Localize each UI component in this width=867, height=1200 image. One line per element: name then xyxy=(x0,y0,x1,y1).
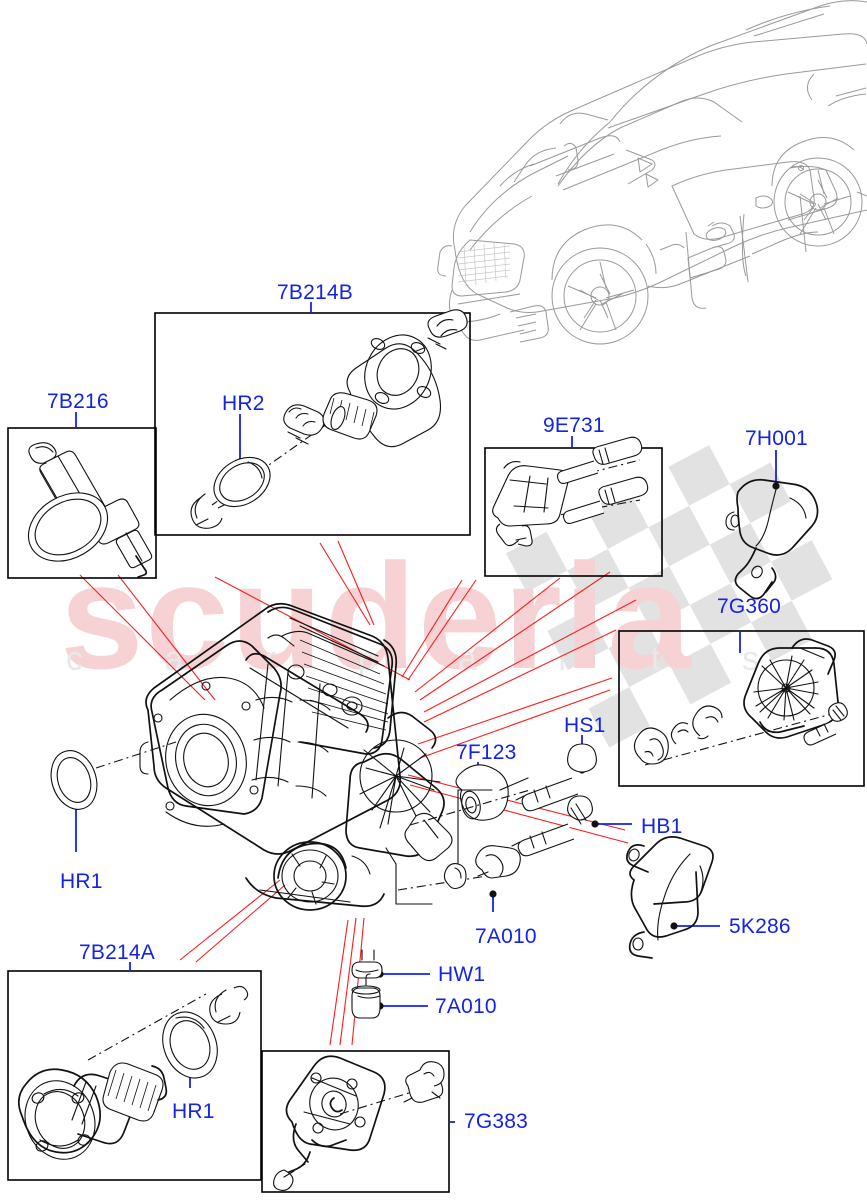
box-7B214B xyxy=(154,312,471,536)
label-7G360: 7G360 xyxy=(717,595,782,618)
part-7H001-mount-cover xyxy=(725,478,819,600)
part-7G383-selector-switch xyxy=(273,1055,445,1191)
label-7B214B: 7B214B xyxy=(277,281,353,304)
part-HB1-bolt xyxy=(511,795,593,857)
watermark-tagline: c a r p a r t s xyxy=(66,640,795,678)
box-7G360 xyxy=(618,630,865,787)
part-7B214B-flange-kit xyxy=(190,309,468,529)
main-transfer-case-assembly xyxy=(50,602,453,911)
label-7B214A: 7B214A xyxy=(79,941,155,964)
box-7B216 xyxy=(7,427,157,579)
part-boxes xyxy=(7,312,865,1193)
part-7B216-tool xyxy=(27,442,153,578)
label-7G383: 7G383 xyxy=(464,1110,529,1133)
part-5K286-heat-shield xyxy=(626,836,714,959)
part-7F123-mount-bush xyxy=(409,764,531,826)
label-HR1-left: HR1 xyxy=(60,870,103,893)
part-7G360-actuator-kit xyxy=(633,638,848,766)
label-HS1: HS1 xyxy=(564,714,606,737)
label-7A010-low: 7A010 xyxy=(435,995,497,1018)
box-9E731 xyxy=(484,447,663,577)
label-HR1-box: HR1 xyxy=(172,1100,215,1123)
vehicle-illustration xyxy=(437,0,867,345)
label-5K286: 5K286 xyxy=(729,915,791,938)
label-HW1: HW1 xyxy=(438,963,486,986)
label-7B216: 7B216 xyxy=(47,390,109,413)
label-9E731: 9E731 xyxy=(543,414,605,437)
checkered-flag-watermark xyxy=(505,445,833,748)
label-7F123: 7F123 xyxy=(456,741,517,764)
part-9E731-bracket-bolts xyxy=(492,436,649,547)
box-7B214A xyxy=(7,970,262,1181)
label-7H001: 7H001 xyxy=(745,427,808,450)
part-HW1-and-plug xyxy=(351,949,383,1019)
label-HB1: HB1 xyxy=(641,815,683,838)
part-7B214A-front-flange-kit xyxy=(17,985,249,1160)
label-HR2: HR2 xyxy=(222,392,265,415)
label-7A010-mid: 7A010 xyxy=(475,925,537,948)
part-HS1-stud xyxy=(457,743,597,865)
part-7A010-plug-group xyxy=(385,845,521,905)
